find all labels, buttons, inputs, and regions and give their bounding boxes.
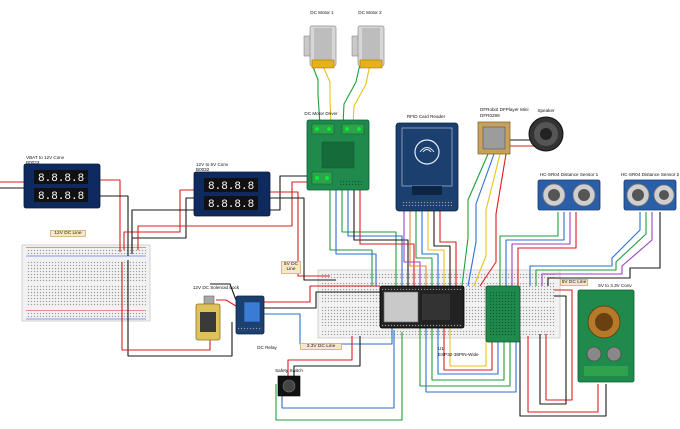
dfplayer-mini-board — [477, 121, 511, 155]
expansion-board — [485, 285, 521, 343]
dc-motor-1 — [303, 25, 337, 69]
relay-module — [235, 295, 265, 335]
svg-text:8.8.8.8: 8.8.8.8 — [38, 173, 84, 185]
wires — [0, 63, 661, 421]
solenoid-lock — [195, 295, 221, 341]
motor-2-label: DC Motor 2 — [358, 10, 382, 15]
tag-3v3-dc-line: 3.3V DC Line — [300, 343, 342, 351]
relay-label: DC Relay — [257, 345, 277, 350]
solenoid-label: 12V DC Solenoid Lock — [192, 285, 240, 290]
tag-12v-dc-line: 12V DC Line — [50, 230, 86, 238]
speaker-label: Speaker — [537, 108, 555, 113]
5v-to-3v3-converter — [577, 289, 635, 383]
speaker-graphic — [528, 116, 564, 152]
vbat-conv-part-label: B0033 — [26, 160, 40, 165]
motor-driver-label: DC Motor Driver — [304, 111, 338, 116]
dfplayer-part-label: DFR0299 — [480, 113, 500, 118]
hc-sr04-sensor-2 — [623, 179, 677, 211]
sensor-1-label: HC-SR04 Distance Sensor 1 — [539, 172, 599, 177]
conv-12-5-part-label: B0032 — [196, 167, 210, 172]
conv-5-33-label: 5V to 3.3V Conv — [598, 283, 632, 288]
safety-switch-label: Safety Switch — [275, 368, 303, 373]
breadboard-left — [21, 244, 151, 322]
conv-12-5-label: 12V to 5V Conv — [196, 162, 229, 167]
esp32-module — [379, 285, 465, 329]
esp32-part-label: ESP32-38PIN-Wide — [438, 352, 479, 357]
dc-motor-driver-board — [306, 119, 370, 191]
esp32-ref-label: U1 — [438, 346, 444, 351]
safety-switch — [277, 375, 301, 397]
dfplayer-label: DFRobot DFPlayer Mini — [480, 107, 529, 112]
12v-to-5v-converter: 8.8.8.8 8.8.8.8 — [193, 171, 271, 217]
rfid-label: RFID Card Reader — [406, 114, 446, 119]
tag-5v-dc-line-right: 5V DC Line — [560, 279, 588, 287]
svg-text:8.8.8.8: 8.8.8.8 — [38, 191, 84, 203]
vbat-to-12v-converter: 8.8.8.8 8.8.8.8 — [23, 163, 101, 209]
hc-sr04-sensor-1 — [537, 179, 601, 211]
svg-text:8.8.8.8: 8.8.8.8 — [208, 199, 254, 211]
motor-1-label: DC Motor 1 — [310, 10, 334, 15]
rfid-card-reader-board — [395, 122, 459, 212]
vbat-conv-label: VBAT to 12V Conv — [26, 155, 65, 160]
sensor-2-label: HC-SR04 Distance Sensor 2 — [620, 172, 680, 177]
svg-text:8.8.8.8: 8.8.8.8 — [208, 181, 254, 193]
dc-motor-2 — [351, 25, 385, 69]
tag-5v-dc-line-left: 5V DC Line — [281, 261, 301, 274]
